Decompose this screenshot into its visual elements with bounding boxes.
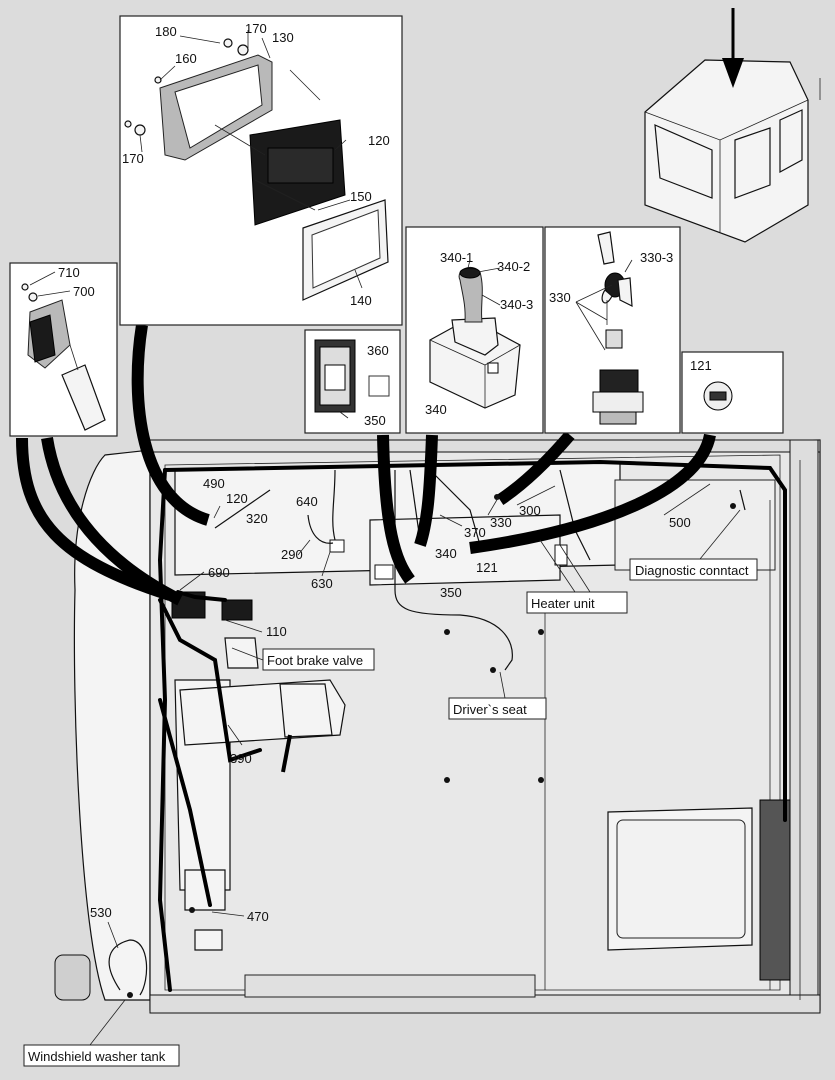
callout-330-inset: 330 — [549, 290, 571, 305]
label-boxes: Diagnostic conntact Heater unit Foot bra… — [23, 509, 758, 1067]
inset-joystick: 340-1 340-2 340-3 340 — [405, 226, 544, 434]
label-foot-brake-valve: Foot brake valve — [267, 653, 363, 668]
callout-121: 121 — [476, 560, 498, 575]
inset-display-monitor: 180 170 130 160 170 120 150 140 — [119, 15, 403, 326]
callout-330: 330 — [490, 515, 512, 530]
callout-470: 470 — [247, 909, 269, 924]
callout-710: 710 — [58, 265, 80, 280]
callout-350-inset: 350 — [364, 413, 386, 428]
cab-overview-illustration — [644, 8, 821, 243]
inset-ignition-key: 330-3 330 — [544, 226, 681, 434]
callout-370: 370 — [464, 525, 486, 540]
label-drivers-seat: Driver`s seat — [453, 702, 527, 717]
callout-160: 160 — [175, 51, 197, 66]
callout-120-inset: 120 — [368, 133, 390, 148]
callout-640: 640 — [296, 494, 318, 509]
callout-340-3: 340-3 — [500, 297, 533, 312]
callout-290: 290 — [281, 547, 303, 562]
callout-690: 690 — [208, 565, 230, 580]
view-arrow-icon — [722, 58, 744, 88]
callout-700: 700 — [73, 284, 95, 299]
callout-350: 350 — [440, 585, 462, 600]
callout-180: 180 — [155, 24, 177, 39]
inset-pointer-bands — [16, 324, 716, 606]
callout-390: 390 — [230, 751, 252, 766]
callout-340-2: 340-2 — [497, 259, 530, 274]
callout-330-3: 330-3 — [640, 250, 673, 265]
inset-usb-port: 121 — [681, 351, 784, 434]
label-diagnostic-contact: Diagnostic conntact — [635, 563, 749, 578]
cab-floor-assembly — [54, 439, 821, 1014]
callout-170-left: 170 — [122, 151, 144, 166]
label-heater-unit: Heater unit — [531, 596, 595, 611]
callout-630: 630 — [311, 576, 333, 591]
callout-340-1: 340-1 — [440, 250, 473, 265]
inset-switch: 360 350 — [304, 329, 401, 434]
main-callouts: 490 120 320 640 290 630 370 330 300 500 … — [90, 476, 711, 949]
callout-320: 320 — [246, 511, 268, 526]
callout-340: 340 — [435, 546, 457, 561]
callout-340-inset: 340 — [425, 402, 447, 417]
callout-150: 150 — [350, 189, 372, 204]
callout-130: 130 — [272, 30, 294, 45]
callout-360: 360 — [367, 343, 389, 358]
callout-110: 110 — [266, 624, 287, 639]
callout-120: 120 — [226, 491, 248, 506]
callout-170-top: 170 — [245, 21, 267, 36]
callout-500: 500 — [669, 515, 691, 530]
callout-140: 140 — [350, 293, 372, 308]
label-windshield-washer-tank: Windshield washer tank — [28, 1049, 166, 1064]
inset-accelerator-pedal: 710 700 — [9, 262, 118, 437]
callout-490: 490 — [203, 476, 225, 491]
floor-bolts — [127, 494, 736, 998]
callout-121-inset: 121 — [690, 358, 712, 373]
callout-530: 530 — [90, 905, 112, 920]
callout-300: 300 — [519, 503, 541, 518]
